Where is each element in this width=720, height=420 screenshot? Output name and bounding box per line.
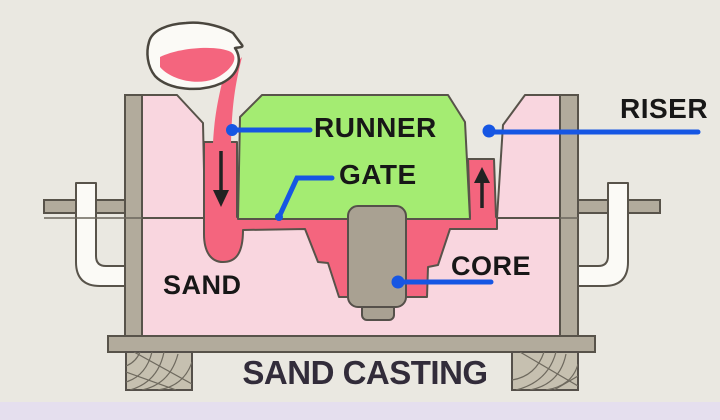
left-flask-wall <box>124 94 143 337</box>
sand-label: SAND <box>163 270 242 300</box>
right-wood-block <box>511 351 579 391</box>
runner-pointer <box>226 124 313 136</box>
ladle-metal-surface <box>160 47 235 82</box>
core-part <box>347 205 407 321</box>
left-wood-grain <box>126 352 192 390</box>
riser-label: RISER <box>620 93 709 124</box>
pour-stream <box>213 57 242 143</box>
up-arrow-icon <box>474 167 490 208</box>
ladle <box>146 21 244 143</box>
core-body <box>347 205 407 308</box>
right-wood-grain <box>512 352 578 390</box>
riser-pointer <box>482 124 701 138</box>
pattern-cavity <box>237 94 471 220</box>
core-label: CORE <box>451 251 532 281</box>
flow-arrows <box>213 151 490 208</box>
down-arrow-icon <box>213 151 229 207</box>
gate-label: GATE <box>339 159 417 190</box>
core-pointer <box>391 275 494 289</box>
bottom-band <box>0 402 720 420</box>
pointers <box>226 124 701 289</box>
diagram-title: SAND CASTING <box>242 354 488 391</box>
base-plate <box>107 335 596 353</box>
runner-label: RUNNER <box>314 112 437 143</box>
wood-blocks <box>125 351 579 391</box>
gate-pointer <box>275 175 335 221</box>
